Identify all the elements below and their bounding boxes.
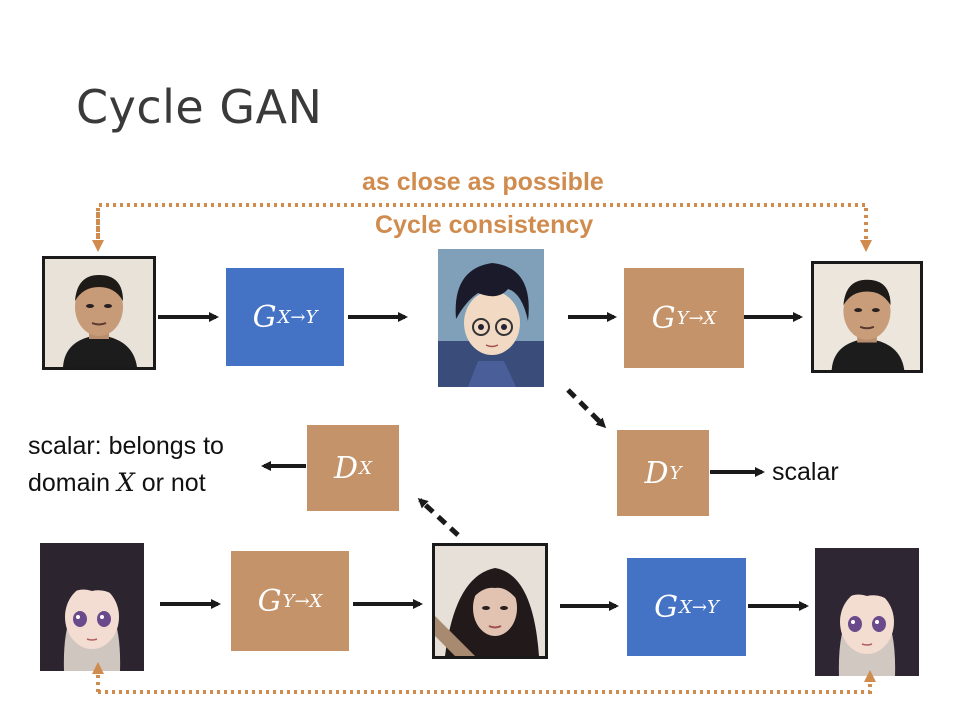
slide-title: Cycle GAN: [76, 80, 323, 134]
dashed-arrow-to-dy: [566, 388, 607, 429]
scalar-left-or-not: or not: [141, 469, 206, 497]
scalar-left-line2: domain X or not: [28, 465, 206, 501]
scalar-left-line1: scalar: belongs to: [28, 432, 224, 460]
generator-label: G: [257, 583, 282, 619]
person-face-icon: [814, 264, 920, 370]
real-girl-photo: [432, 543, 548, 659]
bottom-cycle-right-arrow: [98, 670, 876, 694]
person-face-icon: [435, 546, 545, 656]
cycle-consistency-label: Cycle consistency: [375, 211, 594, 239]
top-cycle-right-arrow: [96, 203, 872, 252]
top-cycle-line: [92, 203, 872, 252]
dashed-arrow-to-dx: [417, 497, 460, 537]
generator-subscript: X→Y: [679, 596, 719, 618]
generator-subscript: X→Y: [277, 306, 318, 328]
real-face-photo: [42, 256, 156, 370]
reconstructed-anime-girl-image: [815, 548, 919, 676]
domain-symbol: X: [116, 468, 135, 497]
scalar-right-label: scalar: [772, 458, 839, 486]
generator-subscript: Y→X: [282, 590, 323, 612]
anime-boy-icon: [438, 249, 544, 387]
generator-label: G: [654, 589, 679, 625]
generator-label: G: [651, 300, 676, 336]
anime-girl-icon: [815, 548, 919, 676]
anime-boy-image: [438, 249, 544, 387]
generator-label: G: [252, 299, 277, 335]
discriminator-label: D: [334, 450, 359, 486]
scalar-left-domain-word: domain: [28, 469, 110, 497]
anime-girl-image: [40, 543, 144, 671]
as-close-label: as close as possible: [362, 168, 604, 196]
generator-subscript: Y→X: [676, 307, 717, 329]
bottom-cycle-line: [92, 662, 876, 694]
discriminator-label: D: [644, 455, 669, 491]
discriminator-subscript: X: [359, 457, 372, 479]
reconstructed-face-photo: [811, 261, 923, 373]
person-face-icon: [45, 259, 153, 367]
discriminator-subscript: Y: [669, 462, 682, 484]
anime-girl-icon: [40, 543, 144, 671]
